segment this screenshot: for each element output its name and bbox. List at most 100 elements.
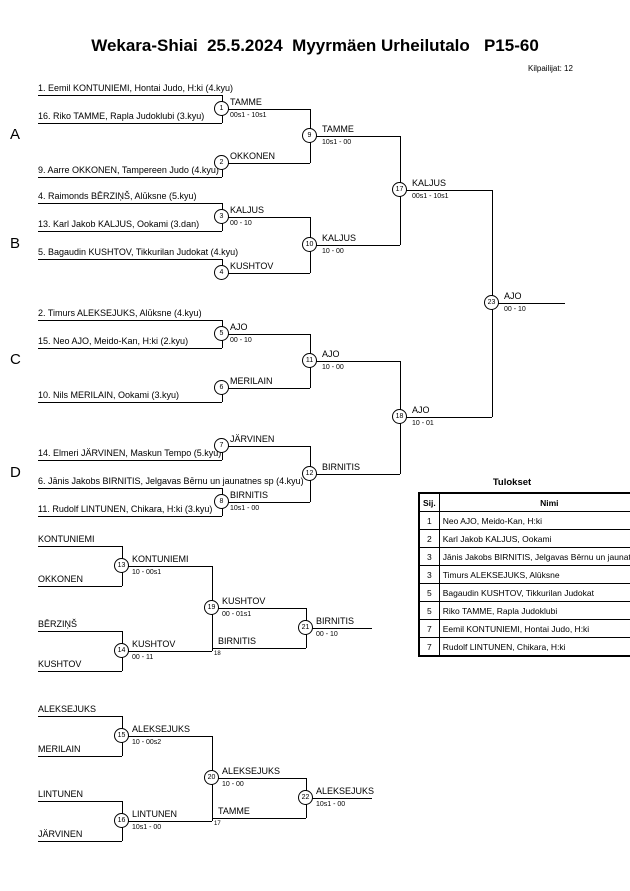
player-line	[38, 546, 122, 547]
match-15-score: 10 - 00s2	[132, 739, 162, 746]
table-row: 5 Riko TAMME, Rapla Judoklubi	[418, 601, 630, 620]
match-number-13: 13	[114, 558, 129, 573]
winner-line	[122, 736, 212, 737]
result-place: 5	[418, 601, 440, 620]
player-line	[38, 259, 222, 260]
result-name: Timurs ALEKSEJUKS, Alūksne	[438, 565, 630, 584]
match-3-winner: KALJUS	[230, 205, 265, 215]
match-number-21: 21	[298, 620, 313, 635]
dropin-from-18: 18	[214, 651, 221, 657]
match-1-score: 00s1 - 10s1	[230, 112, 267, 119]
seed-entry-11: 11. Rudolf LINTUNEN, Chikara, H:ki (3.ky…	[38, 504, 213, 514]
result-name: Eemil KONTUNIEMI, Hontai Judo, H:ki	[438, 619, 630, 638]
result-place: 3	[418, 565, 440, 584]
match-20-winner: ALEKSEJUKS	[222, 766, 281, 776]
match-number-14: 14	[114, 643, 129, 658]
match-16-score: 10s1 - 00	[132, 824, 162, 831]
match-number-17: 17	[392, 182, 407, 197]
match-19-score: 00 - 01s1	[222, 611, 252, 618]
results-table: Sij. Nimi 1 Neo AJO, Meido-Kan, H:ki 2 K…	[418, 492, 630, 657]
match-21-score: 00 - 10	[316, 631, 338, 638]
seed-entry-1: 1. Eemil KONTUNIEMI, Hontai Judo, H:ki (…	[38, 83, 234, 93]
match-16-winner: LINTUNEN	[132, 809, 178, 819]
player-line	[38, 95, 222, 96]
player-line	[38, 320, 222, 321]
group-label-b: B	[10, 235, 21, 252]
player-line	[38, 631, 122, 632]
seed-entry-16: 16. Riko TAMME, Rapla Judoklubi (3.kyu)	[38, 111, 205, 121]
competitor-count: Kilpailijat: 12	[528, 64, 573, 73]
repechage-entry-merilain: MERILAIN	[38, 744, 81, 754]
seed-entry-4: 4. Raimonds BĒRZIŅŠ, Alūksne (5.kyu)	[38, 191, 197, 201]
match-8-score: 10s1 - 00	[230, 505, 260, 512]
result-name: Riko TAMME, Rapla Judoklubi	[438, 601, 630, 620]
match-1-winner: TAMME	[230, 97, 262, 107]
match-18-winner: AJO	[412, 405, 430, 415]
match-number-4: 4	[214, 265, 229, 280]
seed-entry-15: 15. Neo AJO, Meido-Kan, H:ki (2.kyu)	[38, 336, 189, 346]
result-place: 7	[418, 619, 440, 638]
match-23-score: 00 - 10	[504, 306, 526, 313]
match-14-score: 00 - 11	[132, 654, 154, 661]
results-header-row: Sij. Nimi	[418, 492, 630, 512]
winner-line	[400, 190, 492, 191]
seed-entry-10: 10. Nils MERILAIN, Ookami (3.kyu)	[38, 390, 180, 400]
match-number-2: 2	[214, 155, 229, 170]
table-row: 3 Jānis Jakobs BIRNITIS, Jelgavas Bērnu …	[418, 547, 630, 566]
connector-line	[222, 388, 223, 402]
match-number-15: 15	[114, 728, 129, 743]
winner-line	[492, 303, 565, 304]
match-number-20: 20	[204, 770, 219, 785]
winner-line	[310, 361, 400, 362]
winner-line	[306, 798, 372, 799]
match-number-7: 7	[214, 438, 229, 453]
seed-entry-5: 5. Bagaudin KUSHTOV, Tikkurilan Judokat …	[38, 247, 239, 257]
dropin-tamme: TAMME	[218, 806, 250, 816]
dropin-line	[212, 648, 306, 649]
results-title: Tulokset	[492, 477, 532, 488]
winner-line	[222, 163, 310, 164]
match-number-19: 19	[204, 600, 219, 615]
player-line	[38, 231, 222, 232]
player-line	[38, 123, 222, 124]
match-23-winner: AJO	[504, 291, 522, 301]
match-5-winner: AJO	[230, 322, 248, 332]
winner-line	[400, 417, 492, 418]
group-label-d: D	[10, 464, 21, 481]
seed-entry-2: 2. Timurs ALEKSEJUKS, Alūksne (4.kyu)	[38, 308, 202, 318]
match-number-6: 6	[214, 380, 229, 395]
table-row: 2 Karl Jakob KALJUS, Ookami	[418, 529, 630, 548]
player-line	[38, 841, 122, 842]
player-line	[38, 402, 222, 403]
player-line	[38, 460, 222, 461]
match-number-11: 11	[302, 353, 317, 368]
result-place: 3	[418, 547, 440, 566]
match-15-winner: ALEKSEJUKS	[132, 724, 191, 734]
winner-line	[222, 109, 310, 110]
seed-entry-14: 14. Elmeri JÄRVINEN, Maskun Tempo (5.kyu…	[38, 448, 222, 458]
match-number-18: 18	[392, 409, 407, 424]
dropin-line	[212, 818, 306, 819]
seed-entry-9: 9. Aarre OKKONEN, Tampereen Judo (4.kyu)	[38, 165, 219, 175]
connector-line	[222, 163, 223, 177]
match-number-22: 22	[298, 790, 313, 805]
match-14-winner: KUSHTOV	[132, 639, 176, 649]
player-line	[38, 801, 122, 802]
repechage-entry-kontuniemi: KONTUNIEMI	[38, 534, 95, 544]
match-21-winner: BIRNITIS	[316, 616, 355, 626]
match-10-score: 10 - 00	[322, 248, 344, 255]
dropin-from-17: 17	[214, 821, 221, 827]
result-name: Karl Jakob KALJUS, Ookami	[438, 529, 630, 548]
match-number-3: 3	[214, 209, 229, 224]
match-17-score: 00s1 - 10s1	[412, 193, 449, 200]
winner-line	[212, 608, 306, 609]
table-row: 3 Timurs ALEKSEJUKS, Alūksne	[418, 565, 630, 584]
match-17-winner: KALJUS	[412, 178, 447, 188]
result-place: 5	[418, 583, 440, 602]
winner-line	[310, 136, 400, 137]
player-line	[38, 756, 122, 757]
result-name: Bagaudin KUSHTOV, Tikkurilan Judokat	[438, 583, 630, 602]
player-line	[38, 516, 222, 517]
player-line	[38, 177, 222, 178]
player-line	[38, 348, 222, 349]
